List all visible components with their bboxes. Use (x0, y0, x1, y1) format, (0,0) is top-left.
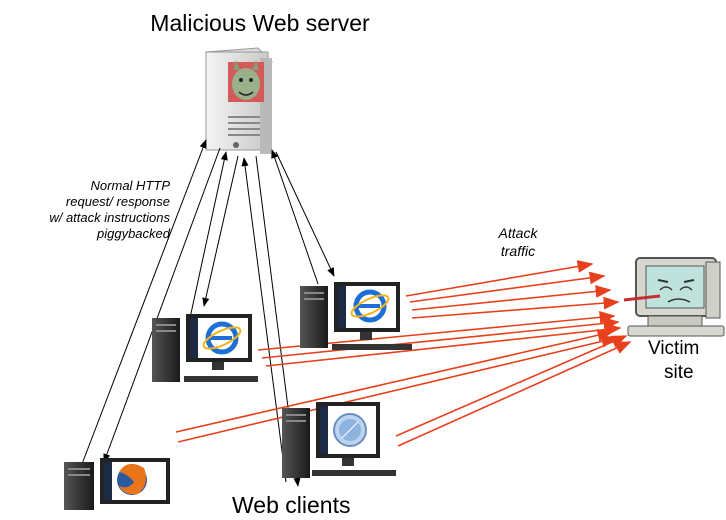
sick-computer-icon (623, 257, 725, 337)
safari-logo-icon (333, 413, 367, 447)
http-arrow-ie1-up (189, 151, 228, 319)
pc-tower-icon (300, 286, 328, 348)
http-note-line: request/ response (65, 194, 170, 209)
pc-tower-icon (152, 318, 180, 382)
devil-face-icon (228, 60, 264, 102)
attack-arrows (175, 260, 632, 447)
http-note-line: Normal HTTP (90, 178, 170, 193)
http-arrows (81, 139, 335, 487)
client-ie-left (152, 314, 258, 382)
attack-label-line: traffic (500, 243, 536, 259)
client-safari (282, 402, 396, 478)
victim-label-line1: Victim (648, 338, 700, 359)
attack-label-line: Attack (498, 225, 538, 241)
http-note-line: w/ attack instructions (49, 210, 170, 225)
http-arrow-ie2-up (271, 149, 319, 285)
http-arrow-saf-up (241, 157, 287, 483)
http-note-line: piggybacked (97, 226, 170, 241)
attack-traffic-label: Attack traffic (478, 224, 558, 260)
malicious-server (204, 47, 274, 154)
pc-tower-icon (64, 462, 94, 510)
victim-label-line2: site (664, 362, 694, 383)
victim-site (623, 257, 725, 337)
client-firefox (64, 458, 170, 510)
ie-logo-icon (350, 289, 390, 323)
firefox-logo-icon (117, 463, 147, 495)
http-arrow-ie2-down (275, 151, 335, 277)
http-note: Normal HTTP request/ response w/ attack … (0, 178, 170, 242)
pc-tower-icon (282, 408, 310, 478)
http-arrow-ff-up (81, 139, 207, 465)
client-ie-right (300, 282, 412, 350)
clients-label: Web clients (232, 492, 351, 518)
server-title: Malicious Web server (150, 10, 370, 36)
http-arrow-ie1-down (202, 155, 239, 307)
ie-logo-icon (202, 321, 242, 355)
http-arrow-ff-down (103, 147, 221, 463)
